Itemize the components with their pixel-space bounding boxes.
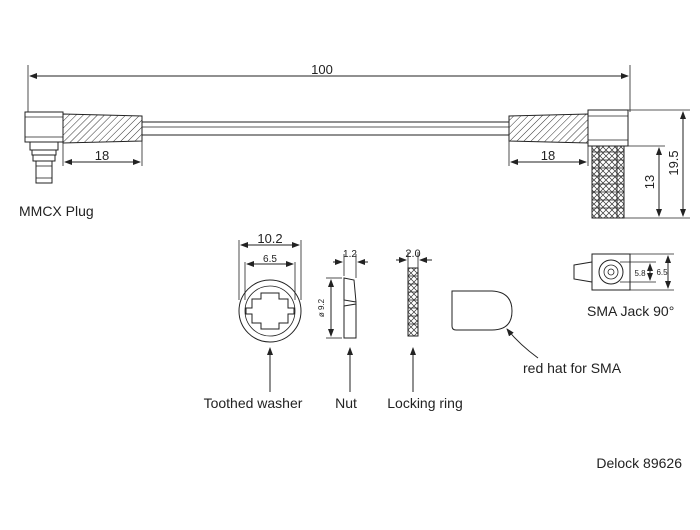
red-hat-label: red hat for SMA <box>523 360 622 376</box>
jack-inner-value: 5.8 <box>634 269 646 278</box>
overall-length-value: 100 <box>311 62 333 77</box>
toothed-washer-drawing <box>238 240 302 392</box>
ring-width-value: 2.0 <box>405 248 420 260</box>
mmcx-plug-label: MMCX Plug <box>19 203 94 219</box>
sma-jack-drawing <box>508 109 629 219</box>
locking-ring-label: Locking ring <box>387 395 463 411</box>
toothed-washer-label: Toothed washer <box>204 395 303 411</box>
sma-height-dimensions: 19.5 13 <box>624 109 690 219</box>
right-sleeve-value: 18 <box>541 148 555 163</box>
left-sleeve-dimension: 18 <box>62 141 143 166</box>
sma-jack-top-view <box>573 253 674 291</box>
jack-outer-value: 6.5 <box>656 268 668 277</box>
washer-outer-value: 10.2 <box>257 231 282 246</box>
mmcx-plug-drawing <box>24 111 143 184</box>
nut-width-value: 1.2 <box>343 249 357 260</box>
locking-ring-drawing <box>396 252 432 392</box>
cable <box>142 121 509 136</box>
nut-drawing <box>326 254 368 392</box>
sma-body-value: 13 <box>642 175 657 189</box>
left-sleeve-value: 18 <box>95 148 109 163</box>
article-number: Delock 89626 <box>596 455 682 471</box>
washer-inner-value: 6.5 <box>263 254 277 265</box>
sma-height-value: 19.5 <box>666 150 681 175</box>
right-sleeve-dimension: 18 <box>508 141 589 166</box>
overall-length-dimension: 100 <box>27 62 631 112</box>
nut-label: Nut <box>335 395 357 411</box>
sma-jack-label: SMA Jack 90° <box>587 303 674 319</box>
nut-diameter-value: ø 9.2 <box>317 298 326 317</box>
red-hat-drawing <box>451 290 539 359</box>
